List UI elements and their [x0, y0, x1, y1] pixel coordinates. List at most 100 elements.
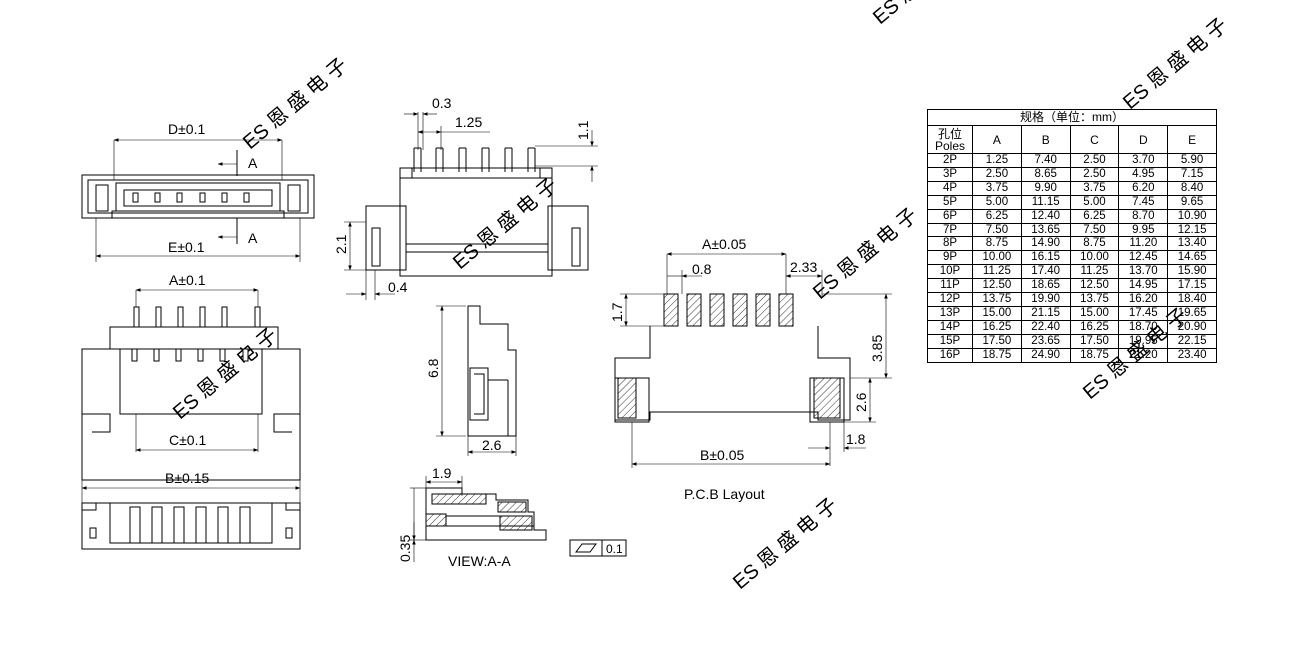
svg-text:ES: ES [869, 0, 904, 29]
watermark-1: ES 恩 盛 电 子 [869, 0, 982, 29]
table-cell: 23.40 [1167, 347, 1217, 363]
section-view-label: VIEW:A-A [448, 553, 511, 569]
dim-1-1: 1.1 [575, 120, 591, 140]
table-cell: 2.50 [1069, 153, 1120, 168]
table-cell: 19.95 [1118, 333, 1169, 349]
front-view: A±0.1 C±0.1 [81, 272, 301, 481]
table-cell: 21.15 [1020, 305, 1071, 321]
watermark-8: ES 恩 盛 电 子 [809, 204, 922, 304]
table-cell: 11.25 [972, 264, 1022, 280]
table-cell: 18.40 [1167, 292, 1217, 307]
table-cell: 18.70 [1118, 319, 1169, 335]
section-a-top: A [248, 155, 258, 171]
table-cell-poles: 14P [927, 319, 973, 335]
table-cell: 4.95 [1118, 166, 1169, 182]
table-cell-poles: 11P [927, 278, 973, 294]
table-cell: 16.25 [1069, 319, 1120, 335]
pcb-dim-b: B±0.05 [700, 447, 744, 463]
flatness-value: 0.1 [606, 542, 623, 556]
table-cell: 7.50 [972, 222, 1022, 238]
table-cell: 12.45 [1118, 250, 1169, 266]
svg-text:恩 盛 电 子: 恩 盛 电 子 [193, 324, 282, 404]
table-cell: 17.40 [1020, 264, 1071, 280]
watermark-4: ES 恩 盛 电 子 [169, 324, 282, 424]
dim-2-6-profile: 2.6 [482, 437, 502, 453]
col-header-a: A [972, 125, 1022, 154]
pcb-dim-2-33: 2.33 [790, 259, 817, 275]
svg-text:ES: ES [1079, 370, 1114, 404]
table-cell: 8.70 [1118, 208, 1169, 224]
section-view: 1.9 0.35 0.1 VIEW:A-A [397, 465, 627, 569]
table-cell: 11.15 [1020, 194, 1071, 210]
dim-d-label: D±0.1 [168, 121, 205, 137]
svg-text:ES: ES [729, 560, 764, 594]
pcb-layout-label: P.C.B Layout [684, 486, 765, 502]
table-cell: 7.40 [1020, 153, 1071, 168]
table-cell: 2.50 [972, 166, 1022, 182]
table-cell: 22.40 [1020, 319, 1071, 335]
table-cell: 13.75 [1069, 292, 1120, 307]
table-cell: 17.50 [1069, 333, 1120, 349]
table-cell-poles: 16P [927, 347, 973, 363]
table-cell: 8.75 [972, 236, 1022, 252]
svg-text:恩 盛 电 子: 恩 盛 电 子 [1143, 14, 1232, 94]
dim-6-8: 6.8 [425, 358, 441, 378]
table-cell: 10.90 [1167, 208, 1217, 224]
table-cell-poles: 5P [927, 194, 973, 210]
dim-2-1: 2.1 [333, 234, 349, 254]
dim-b-label: B±0.15 [165, 470, 209, 486]
svg-text:ES: ES [169, 390, 204, 424]
table-cell: 9.90 [1020, 180, 1071, 196]
table-cell: 19.90 [1020, 292, 1071, 307]
dim-0-35: 0.35 [397, 535, 413, 562]
table-cell-poles: 3P [927, 166, 973, 182]
pcb-dim-3-85: 3.85 [869, 335, 885, 362]
table-cell: 8.75 [1069, 236, 1120, 252]
table-cell-poles: 6P [927, 208, 973, 224]
table-cell: 16.20 [1118, 292, 1169, 307]
pcb-dim-a: A±0.05 [702, 236, 746, 252]
table-cell-poles: 8P [927, 236, 973, 252]
table-cell: 16.15 [1020, 250, 1071, 266]
table-cell: 16.25 [972, 319, 1022, 335]
table-cell: 20.90 [1167, 319, 1217, 335]
table-cell: 17.45 [1118, 305, 1169, 321]
table-cell-poles: 13P [927, 305, 973, 321]
col-header-d: D [1118, 125, 1169, 154]
table-cell: 11.20 [1118, 236, 1169, 252]
table-cell: 18.65 [1020, 278, 1071, 294]
pcb-dim-1-8: 1.8 [846, 431, 866, 447]
table-cell: 10.00 [1069, 250, 1120, 266]
svg-text:ES: ES [239, 120, 274, 154]
svg-text:ES: ES [449, 240, 484, 274]
table-cell: 6.25 [1069, 208, 1120, 224]
col-header-b: B [1020, 125, 1071, 154]
table-cell: 12.50 [972, 278, 1022, 294]
dim-e-label: E±0.1 [168, 239, 205, 255]
table-cell: 13.40 [1167, 236, 1217, 252]
table-cell: 13.70 [1118, 264, 1169, 280]
bottom-view: B±0.15 [81, 470, 301, 550]
flatness-icon [575, 543, 597, 553]
table-cell: 22.15 [1167, 333, 1217, 349]
table-cell: 17.50 [972, 333, 1022, 349]
table-cell: 5.00 [1069, 194, 1120, 210]
table-cell: 18.75 [1069, 347, 1120, 363]
table-cell: 15.90 [1167, 264, 1217, 280]
table-cell: 11.25 [1069, 264, 1120, 280]
dim-0-3: 0.3 [432, 95, 452, 111]
table-cell: 14.65 [1167, 250, 1217, 266]
table-cell: 15.00 [972, 305, 1022, 321]
table-cell: 7.15 [1167, 166, 1217, 182]
pcb-dim-2-6: 2.6 [853, 392, 869, 412]
